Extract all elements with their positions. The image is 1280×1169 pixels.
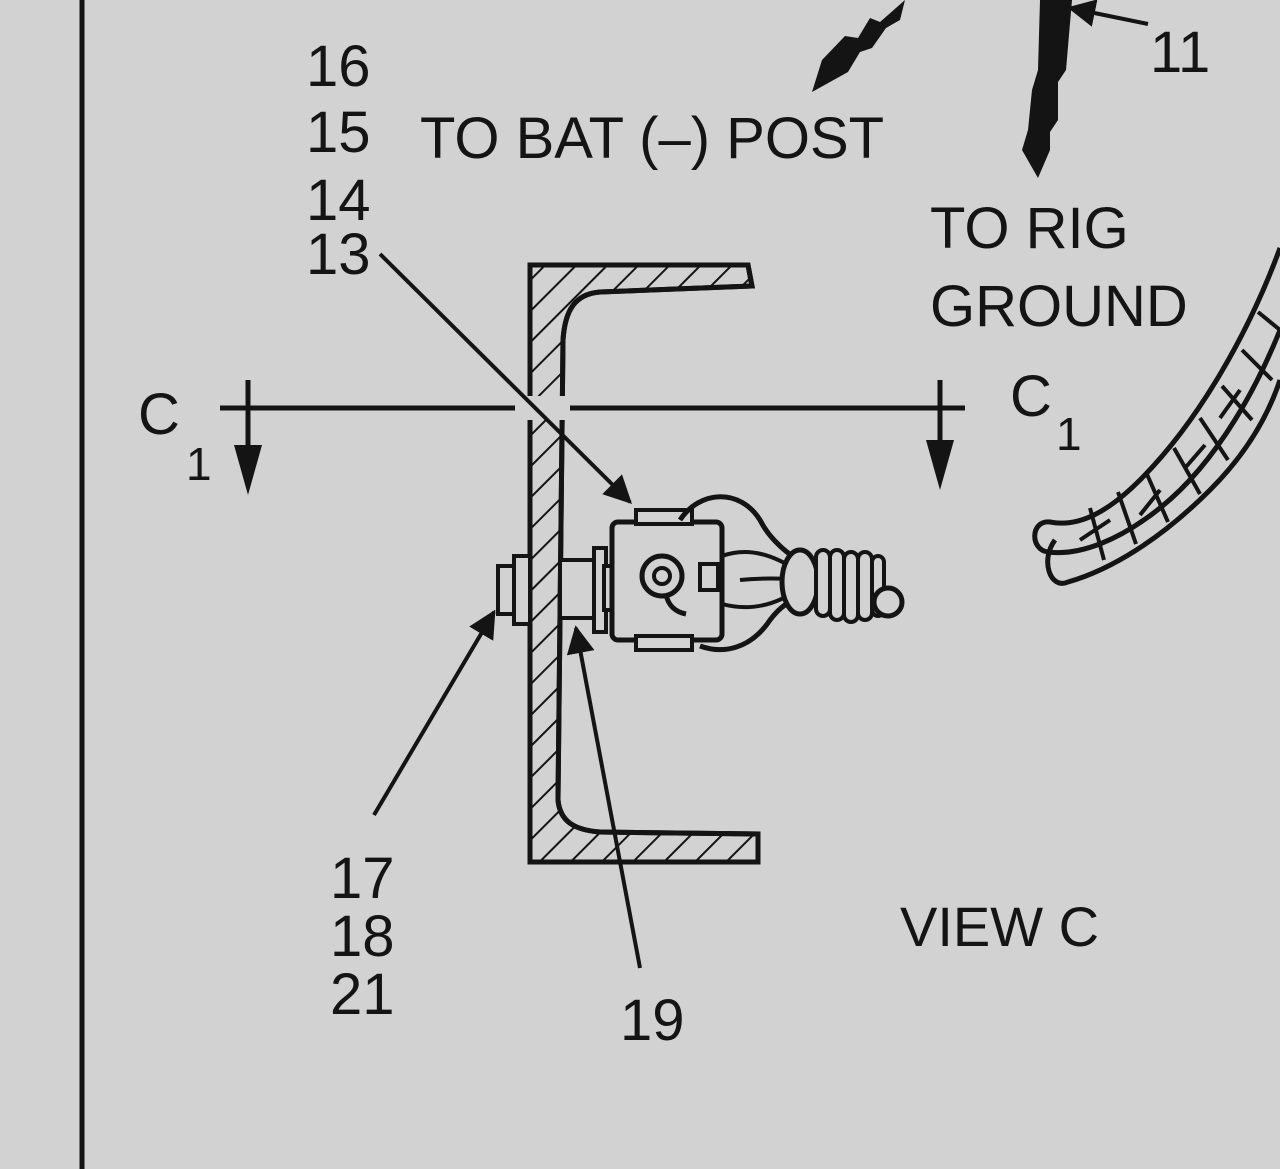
section-left-sub: 1 [186,438,212,490]
braided-cable [1032,247,1280,586]
section-line [220,380,965,495]
rig-ground-cable [1022,0,1149,178]
ref-21: 21 [330,962,395,1027]
section-right-letter: C [1010,364,1052,429]
cable-clamp [609,508,725,652]
leader-19 [566,625,642,969]
leader-13 [378,252,632,504]
ref-16: 16 [306,34,371,99]
ref-14: 14 [306,168,371,233]
ref-17: 17 [330,846,395,911]
ref-15: 15 [306,100,371,165]
ground-label: GROUND [930,274,1188,339]
ref-19: 19 [620,988,685,1053]
cable-end [677,494,905,653]
battery-cable-arrow [812,0,905,92]
to-bat-post-label: TO BAT (–) POST [420,106,884,171]
ref-13: 13 [306,222,371,287]
to-rig-label: TO RIG [930,196,1129,261]
ref-11: 11 [1150,20,1210,85]
section-right-sub: 1 [1056,408,1082,460]
leader-17 [372,609,496,817]
view-label: VIEW C [900,895,1099,958]
section-left-letter: C [138,382,180,447]
ref-18: 18 [330,904,395,969]
